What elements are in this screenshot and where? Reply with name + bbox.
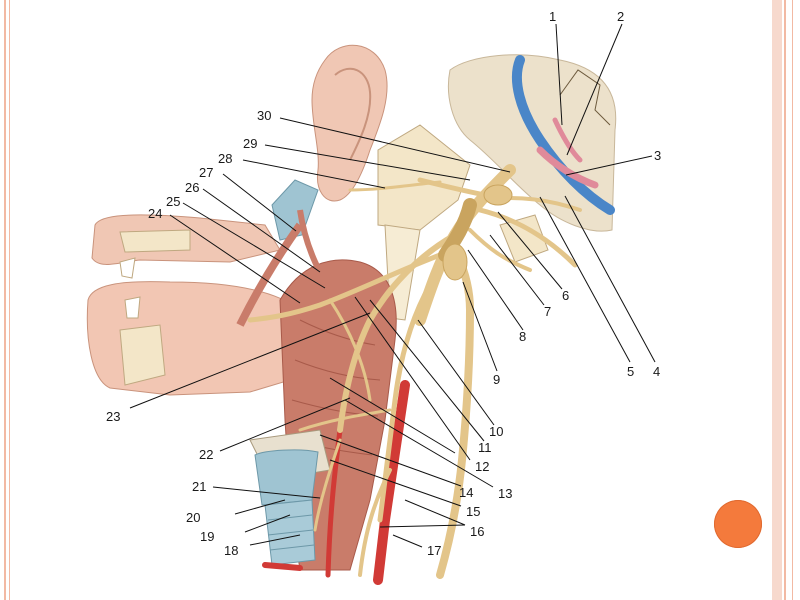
right-frame-band bbox=[772, 0, 782, 600]
right-frame-line-outer bbox=[792, 0, 793, 600]
label-11: 11 bbox=[478, 440, 492, 455]
label-9: 9 bbox=[493, 372, 500, 387]
label-1: 1 bbox=[549, 9, 556, 24]
ear bbox=[311, 44, 388, 202]
left-frame-line bbox=[4, 0, 6, 600]
label-17: 17 bbox=[427, 543, 441, 558]
larynx bbox=[249, 429, 331, 566]
label-18: 18 bbox=[224, 543, 238, 558]
label-10: 10 bbox=[489, 424, 503, 439]
label-22: 22 bbox=[199, 447, 213, 462]
label-27: 27 bbox=[199, 165, 213, 180]
right-frame-line bbox=[784, 0, 786, 600]
label-28: 28 bbox=[218, 151, 232, 166]
label-30: 30 bbox=[257, 108, 271, 123]
label-5: 5 bbox=[627, 364, 634, 379]
number-labels: 1 2 3 4 5 6 7 8 9 10 11 12 13 14 15 16 1… bbox=[106, 9, 661, 558]
leader-lines bbox=[129, 23, 656, 548]
skull-base bbox=[447, 54, 617, 232]
label-19: 19 bbox=[200, 529, 214, 544]
label-16: 16 bbox=[470, 524, 484, 539]
label-20: 20 bbox=[186, 510, 200, 525]
label-29: 29 bbox=[243, 136, 257, 151]
label-8: 8 bbox=[519, 329, 526, 344]
label-26: 26 bbox=[185, 180, 199, 195]
label-7: 7 bbox=[544, 304, 551, 319]
accent-dot bbox=[714, 500, 762, 548]
label-6: 6 bbox=[562, 288, 569, 303]
label-12: 12 bbox=[475, 459, 489, 474]
label-21: 21 bbox=[192, 479, 206, 494]
label-2: 2 bbox=[617, 9, 624, 24]
left-frame-line-inner bbox=[9, 0, 10, 600]
label-13: 13 bbox=[498, 486, 512, 501]
nerves bbox=[247, 164, 582, 579]
label-24: 24 bbox=[148, 206, 162, 221]
label-25: 25 bbox=[166, 194, 180, 209]
styloid-region bbox=[271, 179, 319, 241]
label-14: 14 bbox=[459, 485, 473, 500]
face-profile bbox=[86, 214, 306, 396]
label-15: 15 bbox=[466, 504, 480, 519]
label-4: 4 bbox=[653, 364, 660, 379]
label-3: 3 bbox=[654, 148, 661, 163]
label-23: 23 bbox=[106, 409, 120, 424]
